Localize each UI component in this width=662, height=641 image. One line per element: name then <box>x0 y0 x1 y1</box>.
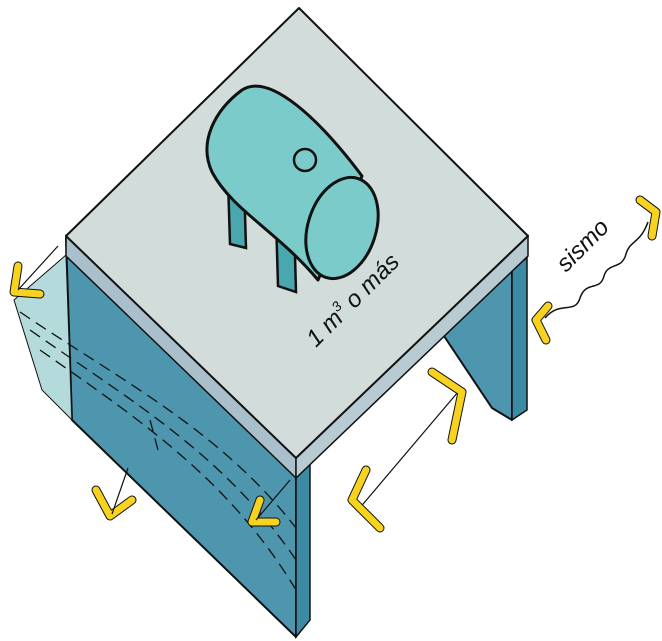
front-wall-side <box>296 449 310 637</box>
displacement-line <box>358 392 458 510</box>
displaced-wall-ghost <box>14 255 72 420</box>
back-wall-side <box>512 258 527 420</box>
seismic-label: sismo <box>551 214 614 277</box>
